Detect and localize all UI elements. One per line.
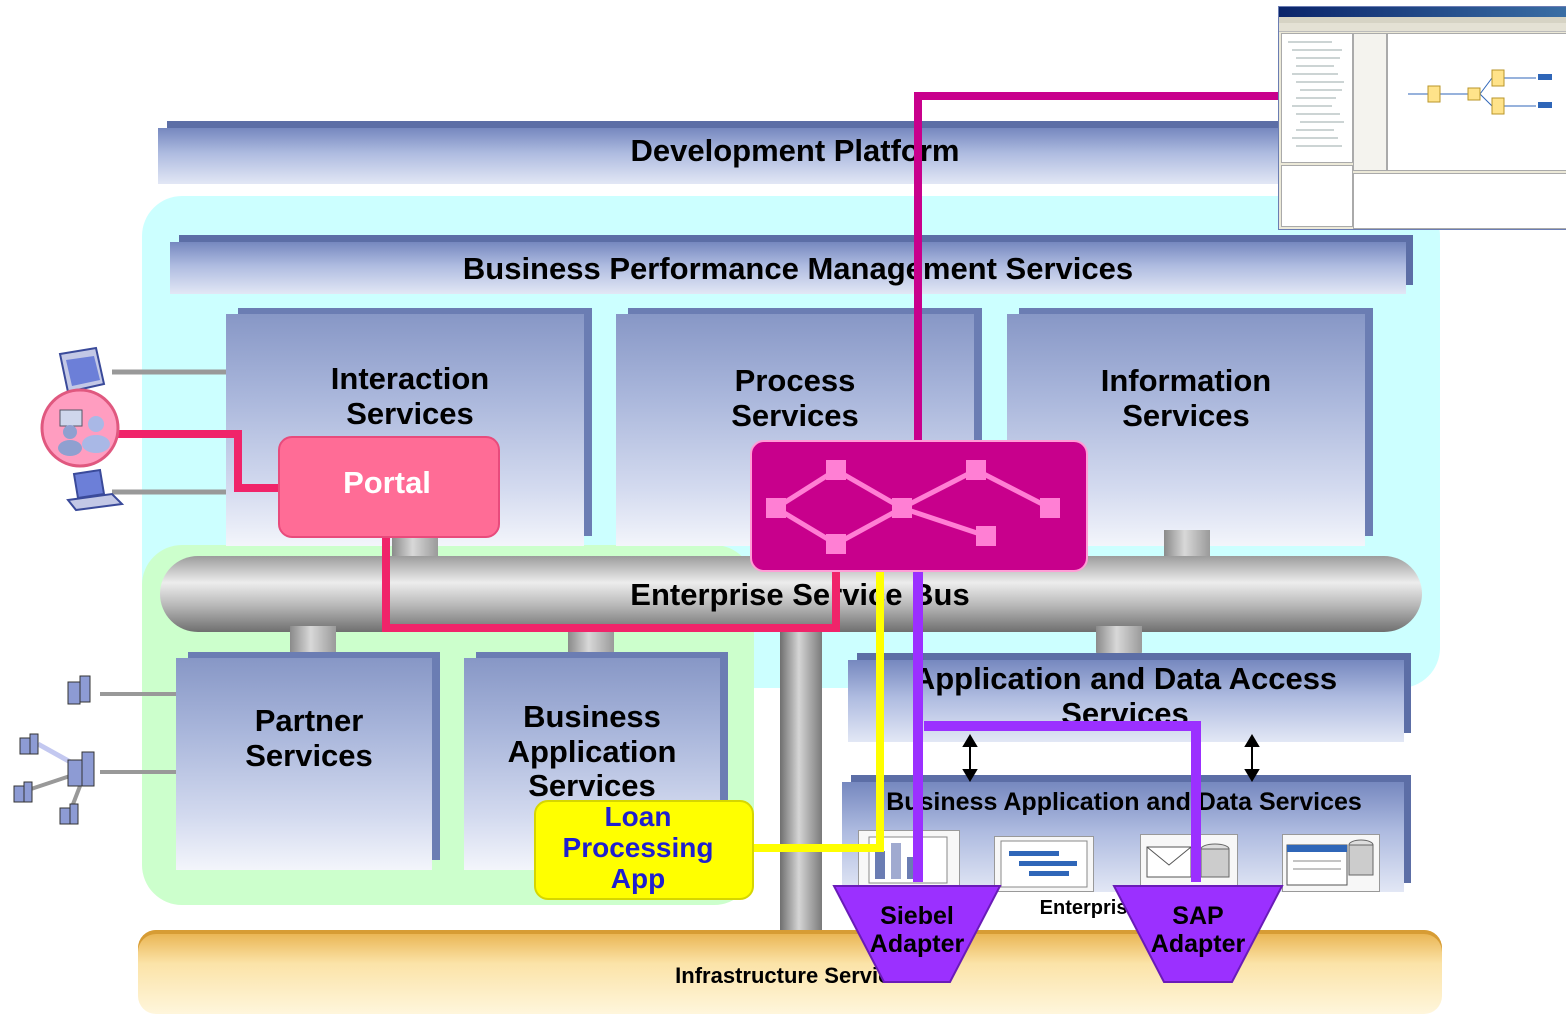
- client-icons: [13, 346, 125, 825]
- process-services-label: Process Services: [731, 363, 859, 433]
- partner-services-panel: [176, 658, 432, 870]
- database-window-icon: [1282, 834, 1380, 892]
- building-network-icon: [13, 733, 95, 825]
- business-application-services-label: Business Application Services: [507, 699, 677, 804]
- mail-db-icon: [1140, 834, 1238, 892]
- business-app-data-label: Business Application and Data Services: [886, 788, 1362, 816]
- bpm-bar: [170, 242, 1406, 294]
- user-group-icon: [40, 388, 120, 468]
- laptop-icon: [66, 468, 125, 512]
- process-flow-box[interactable]: [750, 440, 1088, 572]
- timeline-app-icon: [994, 836, 1094, 892]
- building-icon: [67, 675, 91, 705]
- development-platform-label: Development Platform: [630, 133, 960, 168]
- interaction-services-label: Interaction Services: [330, 361, 490, 431]
- portal-box[interactable]: [278, 436, 500, 538]
- siebel-adapter-label: Siebel Adapter: [869, 902, 965, 958]
- process-flow-graph: [766, 460, 1060, 554]
- infrastructure-services-label: Infrastructure Services: [675, 963, 915, 988]
- sap-adapter-label: SAP Adapter: [1150, 902, 1246, 958]
- development-platform-bar: [158, 128, 1280, 184]
- portal-label: Portal: [343, 465, 431, 500]
- loan-processing-app-box[interactable]: [534, 800, 754, 900]
- loan-processing-app-label: Loan Processing App: [562, 801, 714, 894]
- connector-stub: [290, 626, 336, 660]
- ide-screenshot-thumbnail: [1278, 6, 1566, 230]
- monitor-icon: [58, 346, 106, 394]
- bpm-label: Business Performance Management Services: [462, 251, 1134, 286]
- connector-stub: [1096, 626, 1142, 660]
- partner-services-label: Partner Services: [245, 703, 373, 773]
- information-services-label: Information Services: [1100, 363, 1272, 433]
- infrastructure-pipe: [780, 630, 822, 936]
